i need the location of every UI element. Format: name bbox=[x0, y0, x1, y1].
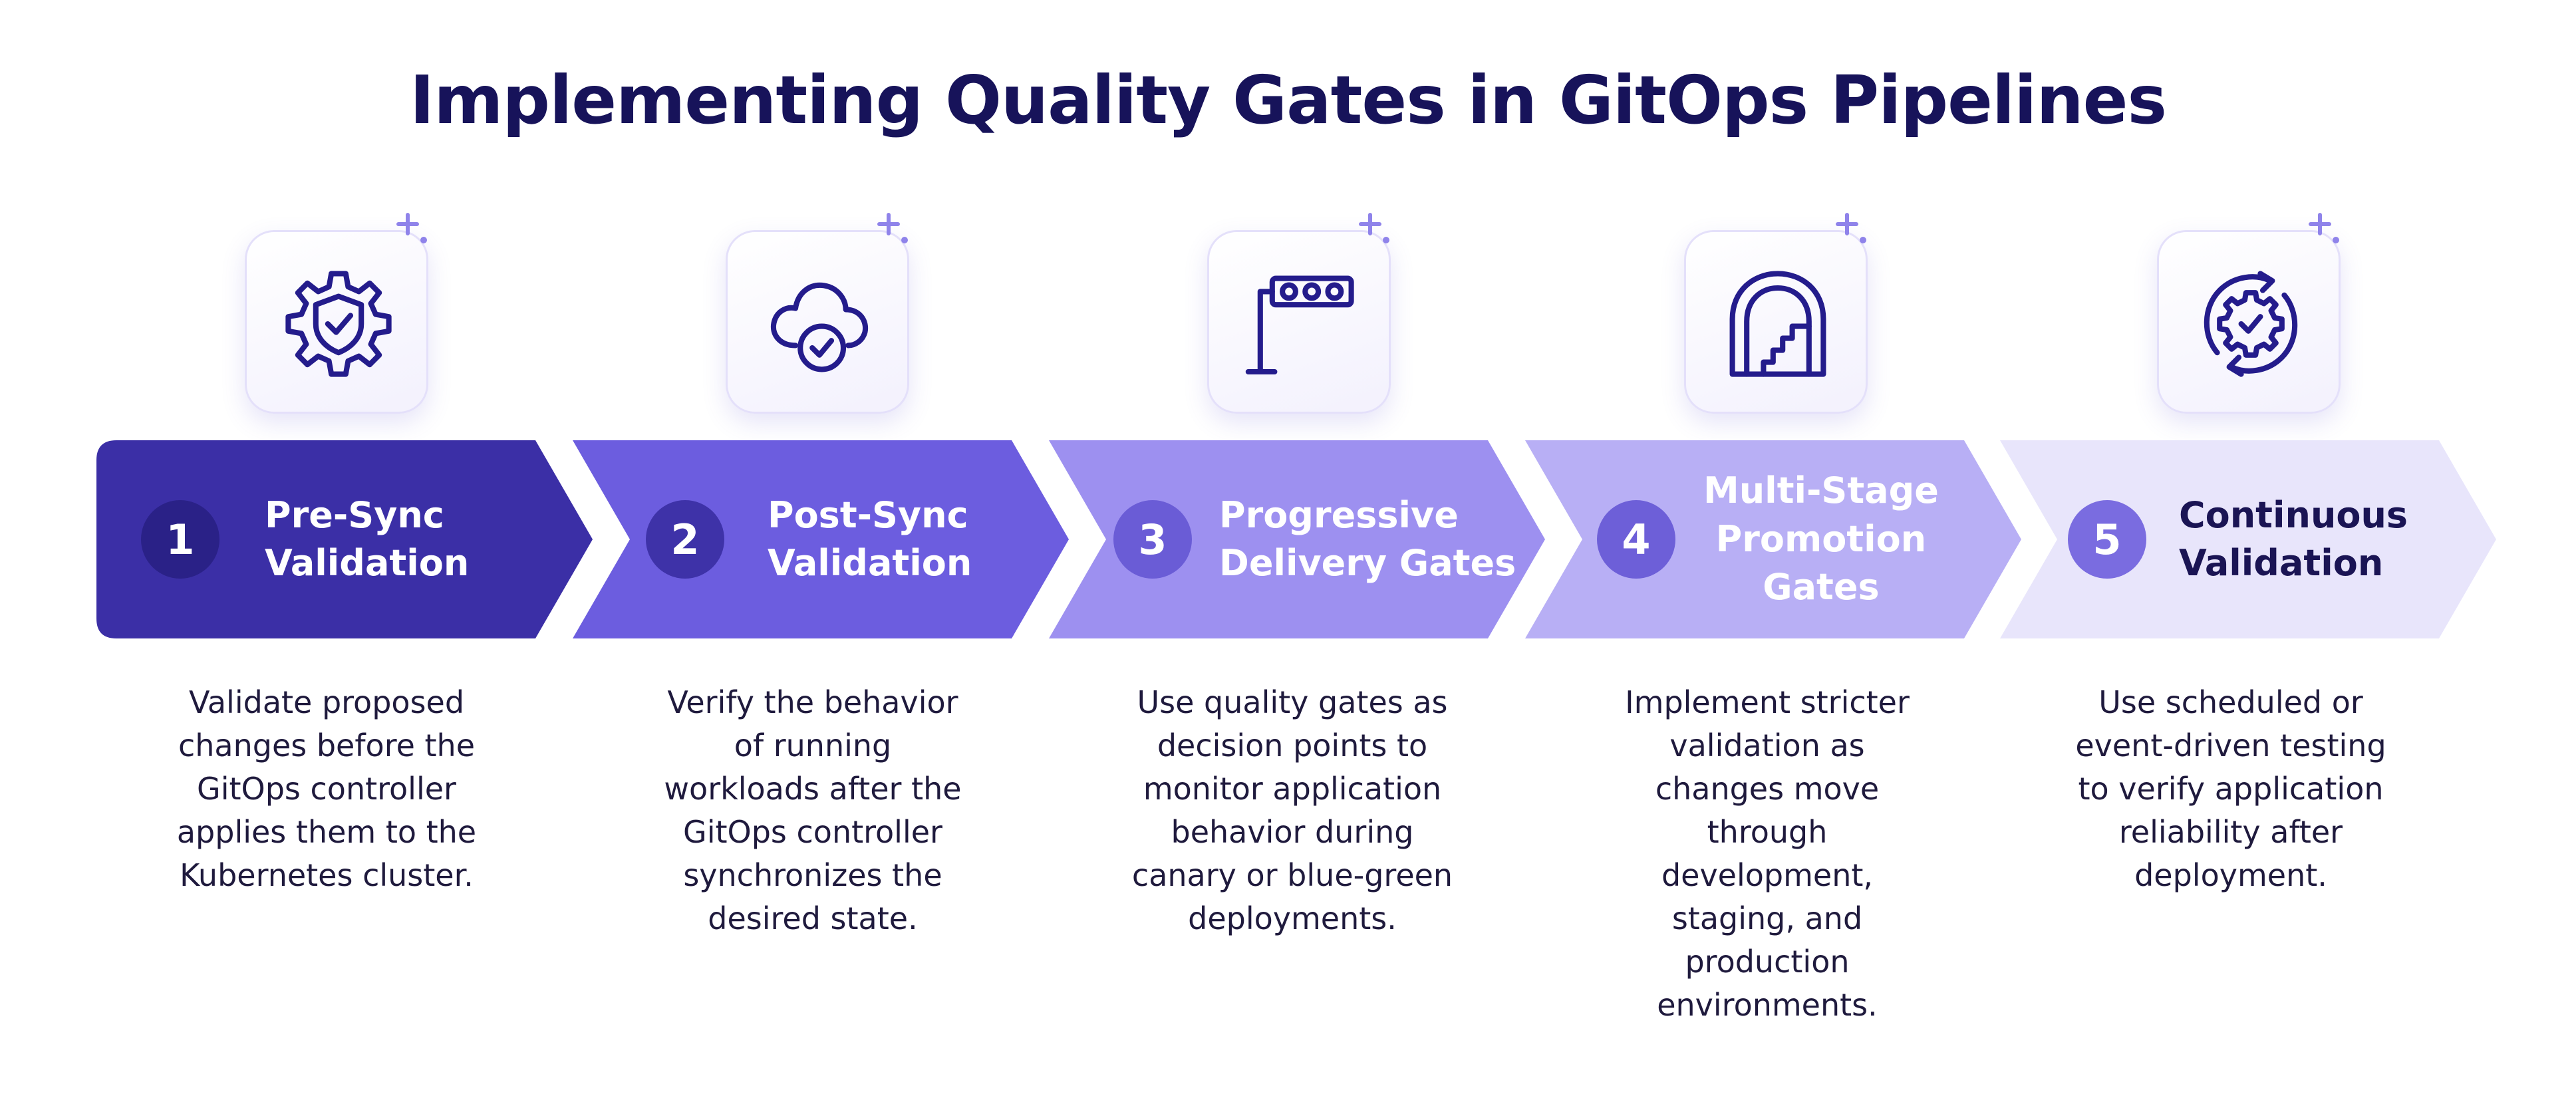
step-1-icon-card bbox=[245, 213, 428, 414]
step-5-number-badge: 5 bbox=[2068, 500, 2146, 579]
step-4-description: Implement stricter validation as changes… bbox=[1625, 684, 1910, 1023]
sparkle-icon bbox=[877, 213, 908, 243]
sparkle-icon bbox=[1836, 213, 1866, 243]
sparkle-icon bbox=[396, 213, 427, 243]
cloud-check-icon bbox=[770, 282, 869, 372]
step-3-icon-card bbox=[1207, 213, 1391, 414]
step-4-label: Multi-Stage Promotion Gates bbox=[1703, 470, 1939, 609]
step-5-chevron: 5 Continuous Validation bbox=[2000, 440, 2496, 638]
step-3-label: Progressive Delivery Gates bbox=[1219, 493, 1516, 584]
step-2-label: Post-Sync Validation bbox=[768, 493, 972, 584]
step-1-number-badge: 1 bbox=[141, 500, 219, 579]
step-3-chevron: 3 Progressive Delivery Gates bbox=[1049, 440, 1545, 638]
step-2-chevron-shape bbox=[573, 440, 1069, 638]
step-1-description: Validate proposed changes before the Git… bbox=[176, 684, 477, 893]
step-1-chevron-shape bbox=[96, 440, 593, 638]
signal-pole-icon bbox=[1245, 275, 1354, 375]
sparkle-icon bbox=[2309, 213, 2339, 243]
step-3-chevron-shape bbox=[1049, 440, 1545, 638]
step-4-number-badge: 4 bbox=[1597, 500, 1675, 579]
step-2-icon-card bbox=[726, 213, 909, 414]
step-5-icon-card bbox=[2157, 213, 2341, 414]
cycle-gear-check-icon bbox=[2204, 271, 2298, 377]
step-1-chevron: 1 Pre-Sync Validation bbox=[96, 440, 593, 638]
step-5-description: Use scheduled or event-driven testing to… bbox=[2075, 684, 2386, 893]
arch-stairs-icon bbox=[1729, 271, 1826, 377]
sparkle-icon bbox=[1359, 213, 1389, 243]
gear-shield-check-icon bbox=[285, 271, 392, 377]
step-4-chevron: 4 Multi-Stage Promotion Gates bbox=[1525, 440, 2021, 638]
step-2-chevron: 2 Post-Sync Validation bbox=[573, 440, 1069, 638]
step-5-label: Continuous Validation bbox=[2179, 493, 2408, 584]
step-3-number-badge: 3 bbox=[1113, 500, 1192, 579]
step-2-description: Verify the behavior of running workloads… bbox=[664, 684, 962, 936]
step-3-description: Use quality gates as decision points to … bbox=[1131, 684, 1453, 936]
step-5-chevron-shape bbox=[2000, 440, 2496, 638]
step-4-chevron-shape bbox=[1525, 440, 2021, 638]
diagram-title: Implementing Quality Gates in GitOps Pip… bbox=[410, 61, 2167, 139]
step-1-label: Pre-Sync Validation bbox=[265, 493, 470, 584]
step-4-icon-card bbox=[1684, 213, 1868, 414]
step-2-number-badge: 2 bbox=[646, 500, 724, 579]
